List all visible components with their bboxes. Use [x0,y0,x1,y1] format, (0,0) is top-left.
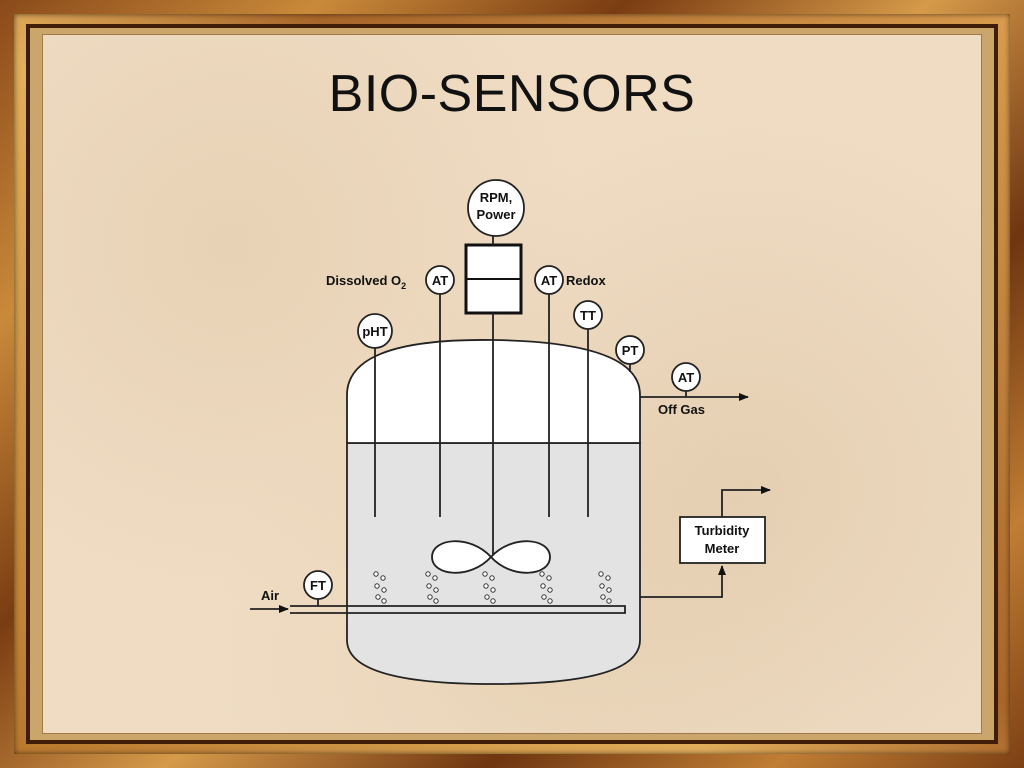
rpm-label: RPM, [480,190,513,205]
flow-tag: FT [310,578,326,593]
pressure-tag: PT [622,343,639,358]
redox-label: Redox [566,273,607,288]
air-label: Air [261,588,279,603]
turbidity-meter: Turbidity Meter [640,486,771,598]
air-bubbles [373,571,612,604]
temp-tag: TT [580,308,596,323]
agitator [431,243,551,574]
turbidity-label-1: Turbidity [695,523,750,538]
air-sparger: Air FT [250,570,626,614]
offgas-label: Off Gas [658,402,705,417]
rpm-power-gauge: RPM, Power [467,179,525,245]
sensor-probes [374,294,631,517]
redox-tag: AT [541,273,557,288]
dissolved-o2-sensor: AT Dissolved O2 [326,265,455,295]
ph-tag: pHT [362,324,387,339]
redox-sensor: AT Redox [534,265,607,295]
dissolved-o2-label: Dissolved O2 [326,273,406,291]
power-label: Power [476,207,515,222]
slide-title: BIO-SENSORS [328,65,696,123]
offgas-tag: AT [678,370,694,385]
impeller [431,540,551,574]
pressure-sensor: PT [615,335,645,365]
turbidity-label-2: Meter [705,541,740,556]
temperature-sensor: TT [573,300,603,330]
vessel-liquid [346,442,641,685]
dissolved-o2-tag: AT [432,273,448,288]
off-gas-line: AT Off Gas [640,362,749,417]
ph-sensor: pHT [357,313,393,349]
